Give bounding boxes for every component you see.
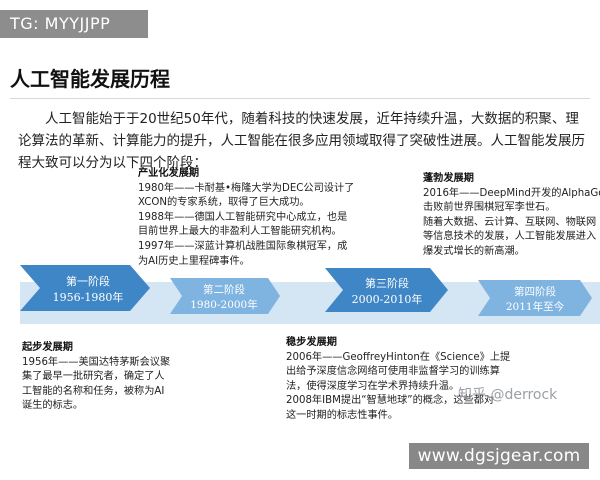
period-line: 诞生的标志。 (22, 400, 84, 412)
steady-period-block: 稳步发展期 2006年——GeoffreyHinton在《Science》上提 … (286, 336, 510, 424)
boom-period-title: 蓬勃发展期 (423, 173, 474, 184)
start-period-title: 起步发展期 (22, 342, 73, 353)
stage-4-years: 2011年至今 (506, 300, 565, 313)
stage-4-name: 第四阶段 (514, 285, 556, 298)
period-line: 2016年——DeepMind开发的AlphaGo (423, 187, 600, 199)
period-line: 出给予深度信念网络可使用非监督学习的训练算 (286, 366, 500, 378)
tag-label: TG: MYYJJPP (0, 10, 148, 38)
period-line: 目前世界上最大的非盈利人工智能研究机构。 (138, 226, 342, 238)
timeline-graphic: 第一阶段 1956-1980年 第二阶段 1980-2000年 第三阶段 200… (20, 265, 600, 324)
stage-4-marker (478, 280, 592, 316)
stage-1-name: 第一阶段 (66, 274, 110, 288)
stage-1-years: 1956-1980年 (53, 290, 124, 304)
stage-3-marker (325, 268, 448, 312)
period-line: 1997年——深蓝计算机战胜国际象棋冠军，成 (138, 240, 348, 252)
industrial-period-block: 产业化发展期 1980年——卡耐基•梅隆大学为DEC公司设计了 XCON的专家系… (138, 167, 354, 269)
period-line: 工智能的名称和任务，被称为AI (22, 385, 165, 397)
stage-1-marker (20, 265, 150, 311)
period-line: 这一时期的标志性事件。 (286, 409, 399, 421)
boom-period-block: 蓬勃发展期 2016年——DeepMind开发的AlphaGo 击败前世界围棋冠… (423, 172, 600, 260)
stage-3-name: 第三阶段 (365, 276, 409, 290)
stage-2-marker (170, 278, 280, 314)
period-line: 2006年——GeoffreyHinton在《Science》上提 (286, 351, 511, 363)
start-period-block: 起步发展期 1956年——美国达特茅斯会议聚 集了最早一批研究者，确定了人 工智… (22, 341, 170, 414)
period-line: 等信息技术的发展，人工智能发展进入 (423, 231, 597, 243)
stage-3-years: 2000-2010年 (352, 292, 423, 306)
stage-2-name: 第二阶段 (203, 283, 245, 296)
industrial-period-title: 产业化发展期 (138, 168, 200, 179)
period-line: 1988年——德国人工智能研究中心成立，也是 (138, 211, 348, 223)
url-banner: www.dgsjgear.com (409, 443, 589, 469)
period-line: XCON的专家系统，取得了巨大成功。 (138, 197, 310, 209)
timeline-band (20, 282, 600, 324)
period-line: 1956年——美国达特茅斯会议聚 (22, 356, 171, 368)
period-line: 爆发式增长的新高潮。 (423, 245, 525, 257)
title-divider (10, 98, 590, 99)
period-line: 2008年IBM提出“智慧地球”的概念，这些都对 (286, 395, 495, 407)
steady-period-title: 稳步发展期 (286, 337, 337, 348)
period-line: 1980年——卡耐基•梅隆大学为DEC公司设计了 (138, 182, 355, 194)
period-line: 集了最早一批研究者，确定了人 (22, 371, 165, 383)
period-line: 法，使得深度学习在学术界持续升温。 (286, 380, 460, 392)
period-line: 为AI历史上里程碑事件。 (138, 255, 250, 267)
stage-2-years: 1980-2000年 (190, 298, 258, 311)
watermark-text: 知乎 @derrock (458, 387, 558, 403)
period-line: 击败前世界围棋冠军李世石。 (423, 202, 556, 214)
intro-paragraph: 人工智能始于于20世纪50年代，随着科技的快速发展，近年持续升温，大数据的积聚、… (18, 111, 585, 171)
period-line: 随着大数据、云计算、互联网、物联网 (423, 216, 597, 228)
page-title: 人工智能发展历程 (10, 67, 170, 91)
